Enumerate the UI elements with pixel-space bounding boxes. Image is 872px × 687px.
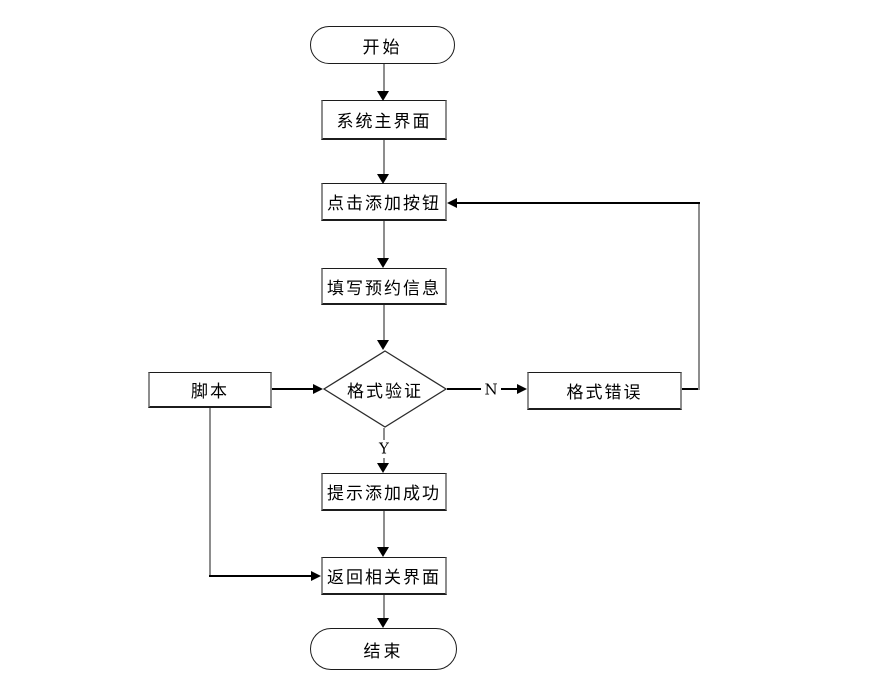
- node-end-label: 结束: [363, 641, 404, 662]
- connector-start-main: [383, 64, 385, 92]
- connector-validate-success-2: [383, 458, 385, 464]
- arrowhead-validate-success: [377, 463, 389, 473]
- node-start-label: 开始: [362, 37, 403, 58]
- connector-script-return-down: [209, 408, 211, 576]
- node-script-label: 脚本: [191, 382, 229, 402]
- arrowhead-main-clickadd: [377, 174, 389, 184]
- arrowhead-return-end: [377, 618, 389, 628]
- node-validate-shape: [323, 350, 447, 428]
- arrowhead-script-return: [311, 571, 321, 581]
- connector-validate-error-1: [447, 388, 481, 390]
- arrowhead-start-main: [377, 91, 389, 101]
- node-script: 脚本: [148, 372, 272, 408]
- node-fill-info-label: 填写预约信息: [327, 278, 441, 299]
- connector-error-loop-stub: [682, 388, 700, 390]
- arrowhead-fillinfo-validate: [377, 340, 389, 350]
- connector-validate-success-1: [383, 428, 385, 440]
- node-fill-info: 填写预约信息: [321, 268, 447, 305]
- arrowhead-clickadd-fillinfo: [377, 258, 389, 268]
- node-format-error-label: 格式错误: [566, 383, 643, 403]
- node-return-ui: 返回相关界面: [321, 557, 447, 595]
- connector-fillinfo-validate: [383, 305, 385, 341]
- node-click-add-label: 点击添加按钮: [327, 194, 441, 214]
- node-success-msg-label: 提示添加成功: [327, 484, 441, 504]
- arrowhead-error-clickadd: [447, 198, 457, 208]
- node-end: 结束: [310, 628, 457, 670]
- connector-success-return: [383, 511, 385, 548]
- node-start: 开始: [310, 26, 455, 64]
- node-main-ui-label: 系统主界面: [336, 112, 432, 132]
- arrowhead-script-validate: [313, 384, 323, 394]
- node-click-add: 点击添加按钮: [321, 183, 447, 221]
- connector-clickadd-fillinfo: [383, 221, 385, 259]
- edge-label-no: N: [481, 382, 501, 398]
- connector-validate-error-2: [501, 388, 517, 390]
- node-return-ui-label: 返回相关界面: [327, 568, 441, 588]
- node-validate-label: 格式验证: [347, 381, 423, 402]
- connector-error-loop-top: [456, 202, 700, 204]
- node-validate: 格式验证: [323, 350, 447, 428]
- connector-error-loop-up: [698, 203, 700, 390]
- arrowhead-validate-error: [517, 384, 527, 394]
- arrowhead-success-return: [377, 547, 389, 557]
- edge-label-yes: Y: [376, 441, 392, 457]
- connector-main-clickadd: [383, 140, 385, 175]
- connector-return-end: [383, 595, 385, 619]
- connector-script-return-across: [209, 575, 312, 577]
- node-success-msg: 提示添加成功: [321, 473, 447, 511]
- node-main-ui: 系统主界面: [321, 100, 447, 140]
- connector-script-validate: [272, 388, 314, 390]
- node-format-error: 格式错误: [527, 372, 682, 410]
